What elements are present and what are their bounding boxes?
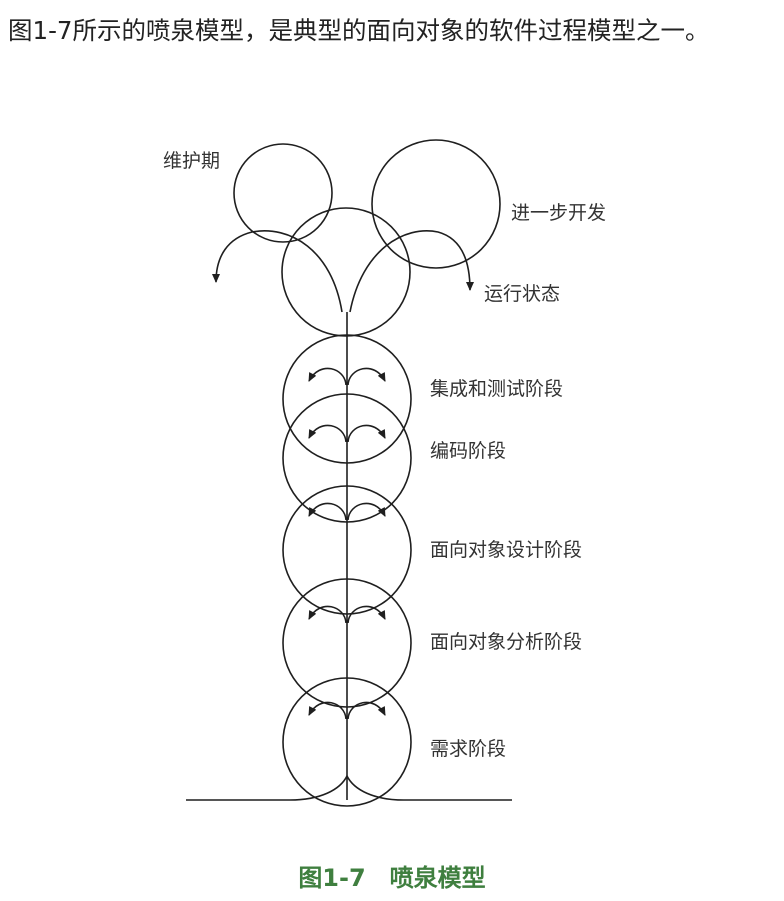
swirl-arrow	[308, 424, 347, 443]
intro-paragraph: 图1-7所示的喷泉模型，是典型的面向对象的软件过程模型之一。	[8, 16, 710, 45]
swirl-arrow	[308, 701, 347, 720]
stage-label-requirements: 需求阶段	[430, 738, 506, 760]
swirl-arrow	[347, 424, 386, 443]
swirl-arrow	[347, 502, 386, 521]
stage-label-coding: 编码阶段	[430, 440, 506, 462]
stage-label-integration: 集成和测试阶段	[430, 378, 563, 400]
fountain-model-diagram: 维护期 进一步开发 运行状态 集成和测试阶段 编码阶段 面向对象设计阶段 面向对…	[163, 139, 606, 807]
operation-label: 运行状态	[484, 283, 560, 305]
swirl-arrow	[308, 502, 347, 521]
inner-swirl-arrows	[308, 367, 386, 720]
left-outflow-arrow	[212, 230, 343, 313]
right-outflow-arrow	[349, 230, 474, 313]
maintenance-label: 维护期	[163, 150, 220, 172]
further-development-label: 进一步开发	[511, 202, 606, 224]
stage-label-design: 面向对象设计阶段	[430, 539, 582, 561]
swirl-arrow	[347, 605, 386, 624]
ground-line	[186, 774, 512, 801]
swirl-arrow	[308, 367, 347, 386]
swirl-arrow	[347, 367, 386, 386]
development-circle	[371, 139, 501, 269]
operation-circle	[281, 207, 411, 337]
swirl-arrow	[347, 701, 386, 720]
figure-caption: 图1-7 喷泉模型	[298, 864, 486, 892]
stage-label-analysis: 面向对象分析阶段	[430, 631, 582, 653]
swirl-arrow	[308, 605, 347, 624]
maintenance-circle	[233, 143, 333, 243]
